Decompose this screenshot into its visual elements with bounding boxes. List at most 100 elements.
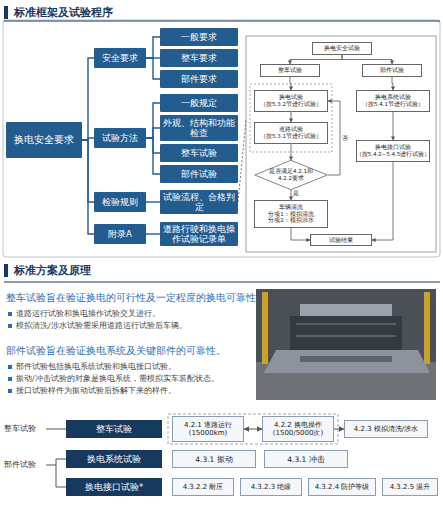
flow-arrow bbox=[291, 190, 292, 200]
node-text: （按5.4.2~5.4.5进行试验） bbox=[356, 151, 431, 158]
diamond-shape bbox=[255, 160, 328, 189]
node-text: 换电接口试验 bbox=[375, 144, 411, 151]
node-text: 试验流程、合格判定 bbox=[162, 192, 236, 212]
bullet-text: 部件试验包括换电系统试验和换电接口试验。 bbox=[8, 362, 176, 371]
lead-text: 部件试验旨在验证换电系统及关键部件的可靠性。 bbox=[6, 345, 226, 357]
node-text: 换电系统试验 bbox=[87, 454, 141, 464]
process-box: 换电系统试验（按5.4.1节进行试验） bbox=[356, 90, 430, 112]
category-box: 附录A bbox=[94, 224, 146, 244]
process-box: 车辆清洗分项1：模拟清洗分项2：模拟涉水 bbox=[254, 200, 328, 228]
bullet-text: 模拟清洗/涉水试验需采用道路运行试验后车辆。 bbox=[8, 321, 187, 330]
label-text: 整车试验旨在验证换电的可行性及一定程度的换电可靠性。 bbox=[6, 292, 266, 303]
bullet-text: 道路运行试验和换电操作试验交叉进行。 bbox=[8, 309, 160, 318]
decision-diamond: 是否满足4.2.1和4.2.2要求 bbox=[254, 160, 328, 190]
category-box: 整车试验 bbox=[160, 144, 238, 162]
test-item-box: 4.2.1 道路运行 (15000km) bbox=[172, 416, 244, 442]
tree-branch bbox=[146, 37, 160, 58]
flow-arrow bbox=[372, 162, 393, 240]
photo-machine bbox=[290, 316, 402, 350]
process-box: 换电试验（按5.3.2节进行试验） bbox=[254, 90, 328, 112]
bracket bbox=[46, 459, 66, 487]
test-group-box: 换电接口试验* bbox=[66, 478, 162, 496]
category-box: 部件试验 bbox=[160, 165, 238, 183]
label-text: 标准框架及试验程序 bbox=[14, 6, 113, 19]
category-box: 外观、结构和功能检查 bbox=[160, 115, 238, 141]
node-text: 4.3.1 振动 bbox=[195, 455, 232, 464]
dashed-group bbox=[168, 414, 338, 444]
tree-branch bbox=[146, 138, 160, 153]
photo-platform bbox=[264, 350, 430, 373]
flow-arrow bbox=[342, 55, 392, 64]
category-box: 检验规则 bbox=[94, 192, 146, 212]
bullet-square bbox=[8, 365, 12, 369]
equipment-photo bbox=[256, 289, 436, 400]
node-text: 检验规则 bbox=[102, 197, 138, 207]
category-box: 试验方法 bbox=[94, 128, 146, 148]
edge-label: 否 bbox=[342, 134, 348, 143]
node-text: 换电系统试验 bbox=[375, 94, 411, 101]
process-box: 道路试验（按5.3.1节进行试验） bbox=[254, 122, 328, 144]
label-text: 接口试验样件为振动试验后拆解下来的样件。 bbox=[16, 386, 176, 395]
category-box: 试验流程、合格判定 bbox=[160, 190, 238, 214]
test-group-box: 换电系统试验 bbox=[66, 450, 162, 468]
section-heading: 标准方案及原理 bbox=[14, 264, 91, 277]
label-text: 模拟清洗/涉水试验需采用道路运行试验后车辆。 bbox=[16, 321, 187, 330]
test-item-box: 4.3.2.4 防护等级 bbox=[308, 478, 376, 496]
tree-branch bbox=[82, 140, 94, 202]
tree-branch bbox=[146, 138, 160, 174]
section-heading: 标准框架及试验程序 bbox=[14, 6, 113, 19]
node-text: 4.3.1 冲击 bbox=[287, 455, 324, 464]
node-text: 4.2.2 换电操作 (1500/5000次) bbox=[265, 421, 331, 438]
edge-label: 是 bbox=[293, 189, 299, 198]
row-line bbox=[46, 429, 66, 430]
node-text: 4.3.2.5 温升 bbox=[390, 483, 431, 491]
node-text: 换电安全要求 bbox=[14, 134, 74, 145]
test-item-box: 4.3.1 冲击 bbox=[264, 450, 348, 468]
node-text: 是否满足4.2.1和4.2.2要求 bbox=[268, 168, 314, 181]
label-text: 振动/冲击试验的对象是换电系统，需模拟实车装配状态。 bbox=[16, 374, 219, 383]
bullet-square bbox=[8, 389, 12, 393]
test-item-box: 4.2.2 换电操作 (1500/5000次) bbox=[262, 416, 334, 442]
node-text: 整车要求 bbox=[181, 53, 217, 63]
tree-branch bbox=[146, 103, 160, 138]
row-label: 整车试验 bbox=[4, 424, 36, 434]
bullet-text: 接口试验样件为振动试验后拆解下来的样件。 bbox=[8, 386, 176, 395]
flow-arrow bbox=[393, 112, 394, 140]
node-text: 4.3.2.4 防护等级 bbox=[315, 483, 370, 491]
category-box: 部件要求 bbox=[160, 70, 238, 88]
card-frame bbox=[3, 20, 440, 257]
tree-branch bbox=[82, 140, 94, 234]
label-text: 部件试验旨在验证换电系统及关键部件的可靠性。 bbox=[6, 345, 226, 356]
photo-machine-top bbox=[300, 304, 392, 316]
node-text: 外观、结构和功能检查 bbox=[162, 118, 236, 138]
category-box: 一般规定 bbox=[160, 94, 238, 112]
node-text: 分项1：模拟清洗 bbox=[268, 211, 314, 218]
heading-accent bbox=[4, 264, 8, 277]
process-box: 试验结束 bbox=[310, 234, 372, 246]
photo-pillar bbox=[424, 292, 430, 364]
flow-arrow bbox=[291, 112, 292, 122]
photo-rail bbox=[300, 356, 392, 362]
test-item-box: 4.2.3 模拟清洗/涉水 bbox=[344, 420, 428, 438]
callout-line bbox=[238, 120, 246, 202]
node-text: 换电试验 bbox=[279, 94, 303, 101]
node-text: 部件试验 bbox=[380, 67, 404, 74]
label-text: 部件试验包括换电系统试验和换电接口试验。 bbox=[16, 362, 176, 371]
node-text: 4.3.2.3 绝缘 bbox=[251, 483, 292, 491]
node-text: 分项2：模拟涉水 bbox=[268, 217, 314, 224]
node-text: 部件试验 bbox=[181, 169, 217, 179]
test-group-box: 整车试验 bbox=[66, 420, 162, 438]
node-text: 整车试验 bbox=[96, 424, 132, 434]
tree-branch bbox=[146, 58, 160, 79]
node-text: 车辆清洗 bbox=[279, 204, 303, 211]
node-text: 4.3.2.2 耐压 bbox=[183, 483, 224, 491]
node-text: 试验方法 bbox=[102, 133, 138, 143]
node-text: 整车试验 bbox=[278, 67, 302, 74]
flowchart-frame bbox=[246, 36, 436, 252]
category-box: 换电安全要求 bbox=[6, 122, 82, 158]
tree-branch bbox=[82, 58, 94, 140]
tree-branch bbox=[82, 138, 94, 140]
node-text: 安全要求 bbox=[102, 53, 138, 63]
flow-arrow bbox=[291, 144, 292, 160]
flow-arrow bbox=[290, 77, 291, 90]
